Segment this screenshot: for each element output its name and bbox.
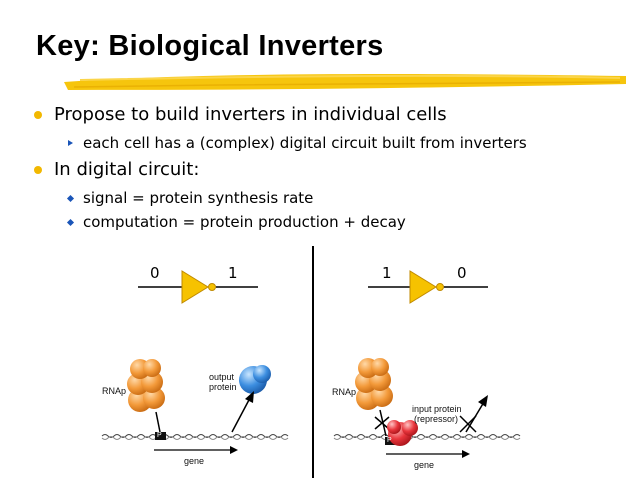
left-output-value: 1 (228, 264, 238, 282)
bullet-1-sub-1: each cell has a (complex) digital circui… (68, 134, 527, 152)
right-dna-strand (333, 434, 521, 445)
left-output-protein (239, 365, 271, 394)
bullet-1: Propose to build inverters in individual… (34, 104, 447, 125)
bullet-dot-icon (34, 165, 42, 174)
right-input-protein-label-2: (repressor) (414, 414, 459, 424)
right-output-value: 0 (457, 264, 467, 282)
bullet-2-sub-2: computation = protein production + decay (66, 213, 406, 231)
blocked-production-x-icon (459, 415, 477, 433)
left-input-value: 0 (150, 264, 160, 282)
right-rnap-label: RNAp (332, 387, 357, 397)
bullet-1-text: Propose to build inverters in individual… (54, 104, 447, 125)
slide-title: Key: Biological Inverters (36, 30, 384, 62)
left-inverter-gate (138, 270, 258, 304)
left-gene-label: gene (184, 456, 205, 466)
left-rnap-label: RNAp (102, 386, 127, 396)
bullet-2-sub-1: signal = protein synthesis rate (66, 189, 314, 207)
bullet-2-text: In digital circuit: (54, 159, 200, 180)
left-rnap-binding-arrow (155, 411, 161, 433)
left-output-protein-label-2: protein (209, 382, 237, 392)
right-production-arrowhead (478, 395, 488, 407)
right-rnap-molecule (355, 358, 393, 410)
left-output-protein-label-1: output (209, 372, 235, 382)
blocked-binding-x-icon (374, 416, 390, 430)
bullet-2-sub-1-text: signal = protein synthesis rate (83, 189, 314, 207)
bullet-2: In digital circuit: (34, 159, 199, 180)
right-inverter-gate (368, 270, 488, 304)
right-input-value: 1 (382, 264, 392, 282)
bullet-2-sub-2-text: computation = protein production + decay (83, 213, 406, 231)
right-gene-label: gene (414, 460, 435, 470)
left-production-arrowhead (245, 391, 254, 403)
right-promoter-label: P (387, 437, 392, 444)
bullet-dot-icon (34, 110, 42, 119)
left-promoter-label: P (157, 432, 162, 439)
title-underline-stroke (64, 74, 626, 90)
triangle-bullet-icon (68, 140, 73, 146)
right-input-protein-label-1: input protein (412, 404, 462, 414)
bullet-1-sub-1-text: each cell has a (complex) digital circui… (83, 134, 527, 152)
left-rnap-molecule (127, 359, 165, 412)
left-dna-strand (101, 432, 289, 440)
right-repressor-protein (387, 420, 418, 446)
